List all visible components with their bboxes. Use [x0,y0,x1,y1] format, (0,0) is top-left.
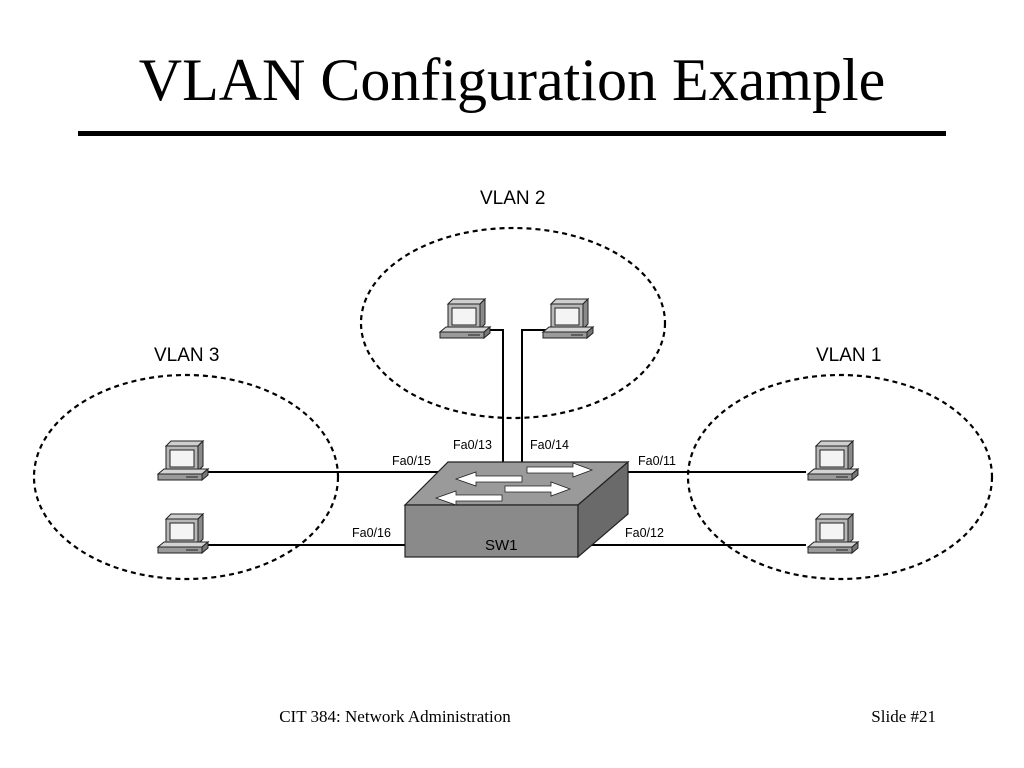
pc-icon [542,298,594,339]
vlan3-boundary [32,373,340,581]
port-label-fa0-15: Fa0/15 [392,454,431,468]
vlan2-boundary [359,226,667,420]
port-label-fa0-12: Fa0/12 [625,526,664,540]
slide-title: VLAN Configuration Example [138,47,886,113]
pc-icon [157,440,209,481]
pc-icon [807,513,859,554]
vlan3-label: VLAN 3 [154,345,219,366]
pc-icon [157,513,209,554]
vlan2-label: VLAN 2 [480,188,545,209]
vlan1-label: VLAN 1 [816,345,881,366]
port-label-fa0-16: Fa0/16 [352,526,391,540]
port-label-fa0-11: Fa0/11 [638,454,676,468]
switch-icon [403,460,630,559]
port-label-fa0-13: Fa0/13 [453,438,492,452]
pc-icon [807,440,859,481]
switch-label: SW1 [485,537,518,554]
pc-icon [439,298,491,339]
title-divider [78,131,946,136]
footer-course-name: CIT 384: Network Administration [279,707,511,726]
vlan1-boundary [686,373,994,581]
footer-slide-number: Slide #21 [871,707,936,726]
port-label-fa0-14: Fa0/14 [530,438,569,452]
